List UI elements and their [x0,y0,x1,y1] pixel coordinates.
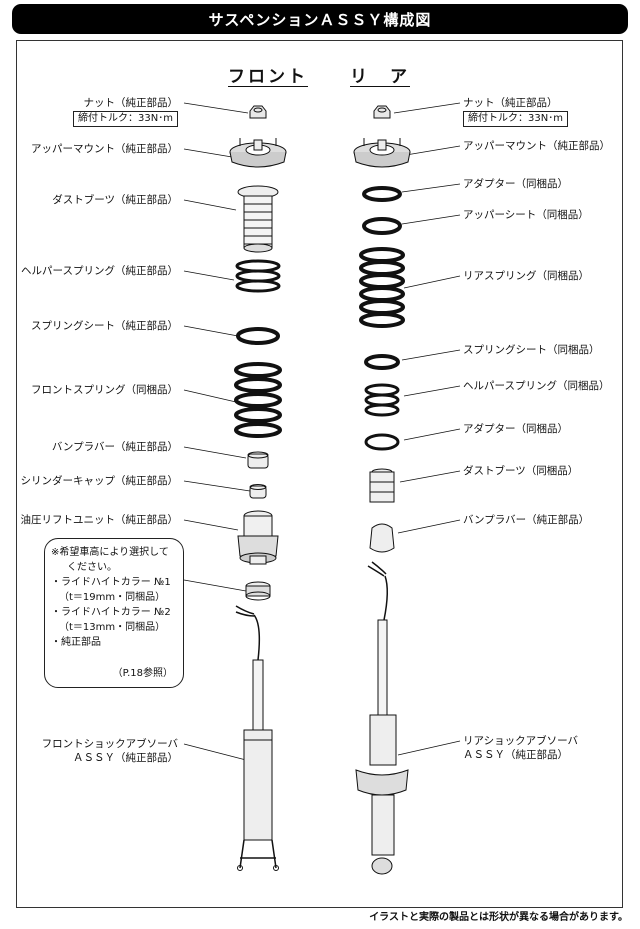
front-nut-part [249,105,267,119]
front-upper-mount-part [229,138,287,168]
disclaimer: イラストと実際の製品とは形状が異なる場合があります。 [369,912,628,923]
front-lift-unit-label: 油圧リフトユニット（純正部品） [20,514,179,526]
diagram-frame [16,40,623,908]
rear-bump-rubber-part [369,523,395,553]
rear-upper-mount-label: アッパーマウント（純正部品） [463,140,610,152]
front-lift-unit-part [237,510,279,565]
note-line: ・ライドハイトカラー №1 [51,577,171,588]
rear-spring-seat-part [364,354,400,370]
front-bump-rubber-label: バンプラバー（純正部品） [51,441,178,453]
front-nut-label: ナット（純正部品） [83,97,179,109]
rear-absorber-part [355,561,409,875]
front-absorber-label-2: ＡＳＳＹ（純正部品） [73,752,178,764]
front-spring-seat-part [236,327,280,345]
rear-dust-boot-part [369,468,395,503]
rear-torque-label: 締付トルク：33N･m [463,111,568,127]
title-banner: サスペンションＡＳＳＹ構成図 [12,4,628,34]
front-upper-mount-label: アッパーマウント（純正部品） [31,143,178,155]
page-title: サスペンションＡＳＳＹ構成図 [208,10,432,29]
front-leader-lines [183,102,251,761]
front-cylinder-cap-part [249,484,267,499]
rear-bump-rubber-label: バンプラバー（純正部品） [463,514,590,526]
rear-upper-mount-part [353,138,411,168]
front-helper-spring-label: ヘルパースプリング（純正部品） [21,265,178,277]
rear-nut-part [373,105,391,119]
rear-header: リ ア [350,67,410,87]
rear-nut-label: ナット（純正部品） [463,97,558,109]
front-spring-label: フロントスプリング（同梱品） [31,384,178,396]
front-helper-spring-part [235,259,281,293]
front-header: フロント [228,67,308,87]
rear-spring-seat-label: スプリングシート（同梱品） [463,344,600,356]
rear-spring-part [359,247,405,328]
front-ride-height-collar-part [245,581,271,601]
rear-adapter-top-part [362,186,402,202]
rear-leader-lines [393,102,461,756]
note-line: ※希望車高により選択して [51,547,169,558]
rear-adapter-bottom-part [364,433,400,451]
front-spring-part [234,362,282,438]
ride-height-note: ※希望車高により選択して ください。 ・ライドハイトカラー №1 （t＝19mm… [44,538,184,688]
front-torque-label: 締付トルク：33N･m [73,111,178,127]
rear-spring-label: リアスプリング（同梱品） [463,270,589,282]
rear-helper-spring-part [364,383,400,417]
front-absorber-part [235,605,279,871]
front-bump-rubber-part [247,451,269,469]
rear-adapter-bottom-label: アダプター（同梱品） [463,423,568,435]
rear-absorber-label-1: リアショックアブソーバ [463,735,578,747]
note-line: （t＝13mm・同梱品） [59,622,166,633]
rear-helper-spring-label: ヘルパースプリング（同梱品） [463,380,610,392]
front-absorber-label-1: フロントショックアブソーバ [41,738,178,750]
front-cylinder-cap-label: シリンダーキャップ（純正部品） [20,475,179,487]
rear-absorber-label-2: ＡＳＳＹ（純正部品） [463,749,568,761]
rear-upper-seat-part [362,217,402,235]
note-line: （t＝19mm・同梱品） [59,592,166,603]
front-dust-boot-part [237,185,279,253]
note-line: ください。 [67,562,117,573]
rear-adapter-top-label: アダプター（同梱品） [463,178,568,190]
note-line: ・純正部品 [51,637,101,648]
front-dust-boot-label: ダストブーツ（純正部品） [52,194,178,206]
rear-dust-boot-label: ダストブーツ（同梱品） [463,465,579,477]
note-line: ・ライドハイトカラー №2 [51,607,171,618]
rear-upper-seat-label: アッパーシート（同梱品） [463,209,589,221]
note-reference: （P.18参照） [112,668,173,679]
front-spring-seat-label: スプリングシート（純正部品） [31,320,178,332]
